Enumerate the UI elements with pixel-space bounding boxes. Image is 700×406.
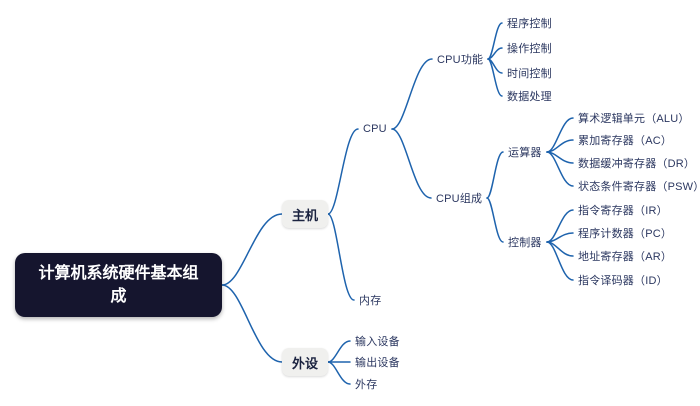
- edge-peripherals-external-storage: [327, 361, 351, 385]
- mindmap-node-control-unit[interactable]: 控制器: [508, 237, 542, 249]
- mindmap-node-arithmetic-unit[interactable]: 运算器: [508, 147, 542, 159]
- mindmap-node-memory[interactable]: 内存: [359, 295, 382, 307]
- edge-cpu-components-control-unit: [486, 197, 504, 243]
- edge-cpu-cpu-components: [391, 128, 432, 199]
- edge-arithmetic-unit-alu: [546, 117, 574, 153]
- mindmap-node-dr[interactable]: 数据缓冲寄存器（DR）: [578, 158, 696, 170]
- edge-cpu-functions-data-processing: [487, 58, 503, 97]
- mindmap-node-program-control[interactable]: 程序控制: [507, 18, 552, 30]
- mindmap-node-ir[interactable]: 指令寄存器（IR）: [578, 205, 668, 217]
- mindmap-node-psw[interactable]: 状态条件寄存器（PSW）: [578, 181, 700, 193]
- mindmap-node-cpu-components[interactable]: CPU组成: [436, 193, 483, 205]
- mindmap-node-external-storage[interactable]: 外存: [355, 379, 378, 391]
- edge-host-memory: [327, 213, 355, 301]
- mindmap-node-cpu-functions[interactable]: CPU功能: [437, 54, 484, 66]
- edge-host-cpu: [327, 128, 359, 215]
- mindmap-node-pc[interactable]: 程序计数器（PC）: [578, 228, 673, 240]
- edge-arithmetic-unit-psw: [546, 151, 574, 187]
- mindmap-node-cpu[interactable]: CPU: [363, 123, 387, 135]
- edge-root-peripherals: [221, 284, 283, 363]
- edge-control-unit-id: [546, 241, 574, 281]
- mindmap-node-ar[interactable]: 地址寄存器（AR）: [578, 251, 673, 263]
- mindmap-node-input-device[interactable]: 输入设备: [355, 336, 400, 348]
- mindmap-node-data-processing[interactable]: 数据处理: [507, 91, 552, 103]
- mindmap-node-alu[interactable]: 算术逻辑单元（ALU）: [578, 113, 690, 125]
- mindmap-node-time-control[interactable]: 时间控制: [507, 68, 552, 80]
- mindmap-node-root[interactable]: 计算机系统硬件基本组成: [15, 253, 222, 317]
- edge-peripherals-input-device: [327, 340, 351, 363]
- edge-root-host: [221, 213, 283, 286]
- mindmap-node-id[interactable]: 指令译码器（ID）: [578, 275, 668, 287]
- mindmap-node-ac[interactable]: 累加寄存器（AC）: [578, 135, 673, 147]
- edge-control-unit-pc: [546, 232, 574, 243]
- mindmap-node-operation-control[interactable]: 操作控制: [507, 43, 552, 55]
- mindmap-node-host[interactable]: 主机: [282, 200, 328, 228]
- edge-cpu-components-arithmetic-unit: [486, 151, 504, 199]
- mindmap-node-output-device[interactable]: 输出设备: [355, 357, 400, 369]
- edge-cpu-functions-operation-control: [487, 47, 503, 60]
- mindmap-node-peripherals[interactable]: 外设: [282, 348, 328, 376]
- edge-cpu-cpu-functions: [391, 58, 433, 130]
